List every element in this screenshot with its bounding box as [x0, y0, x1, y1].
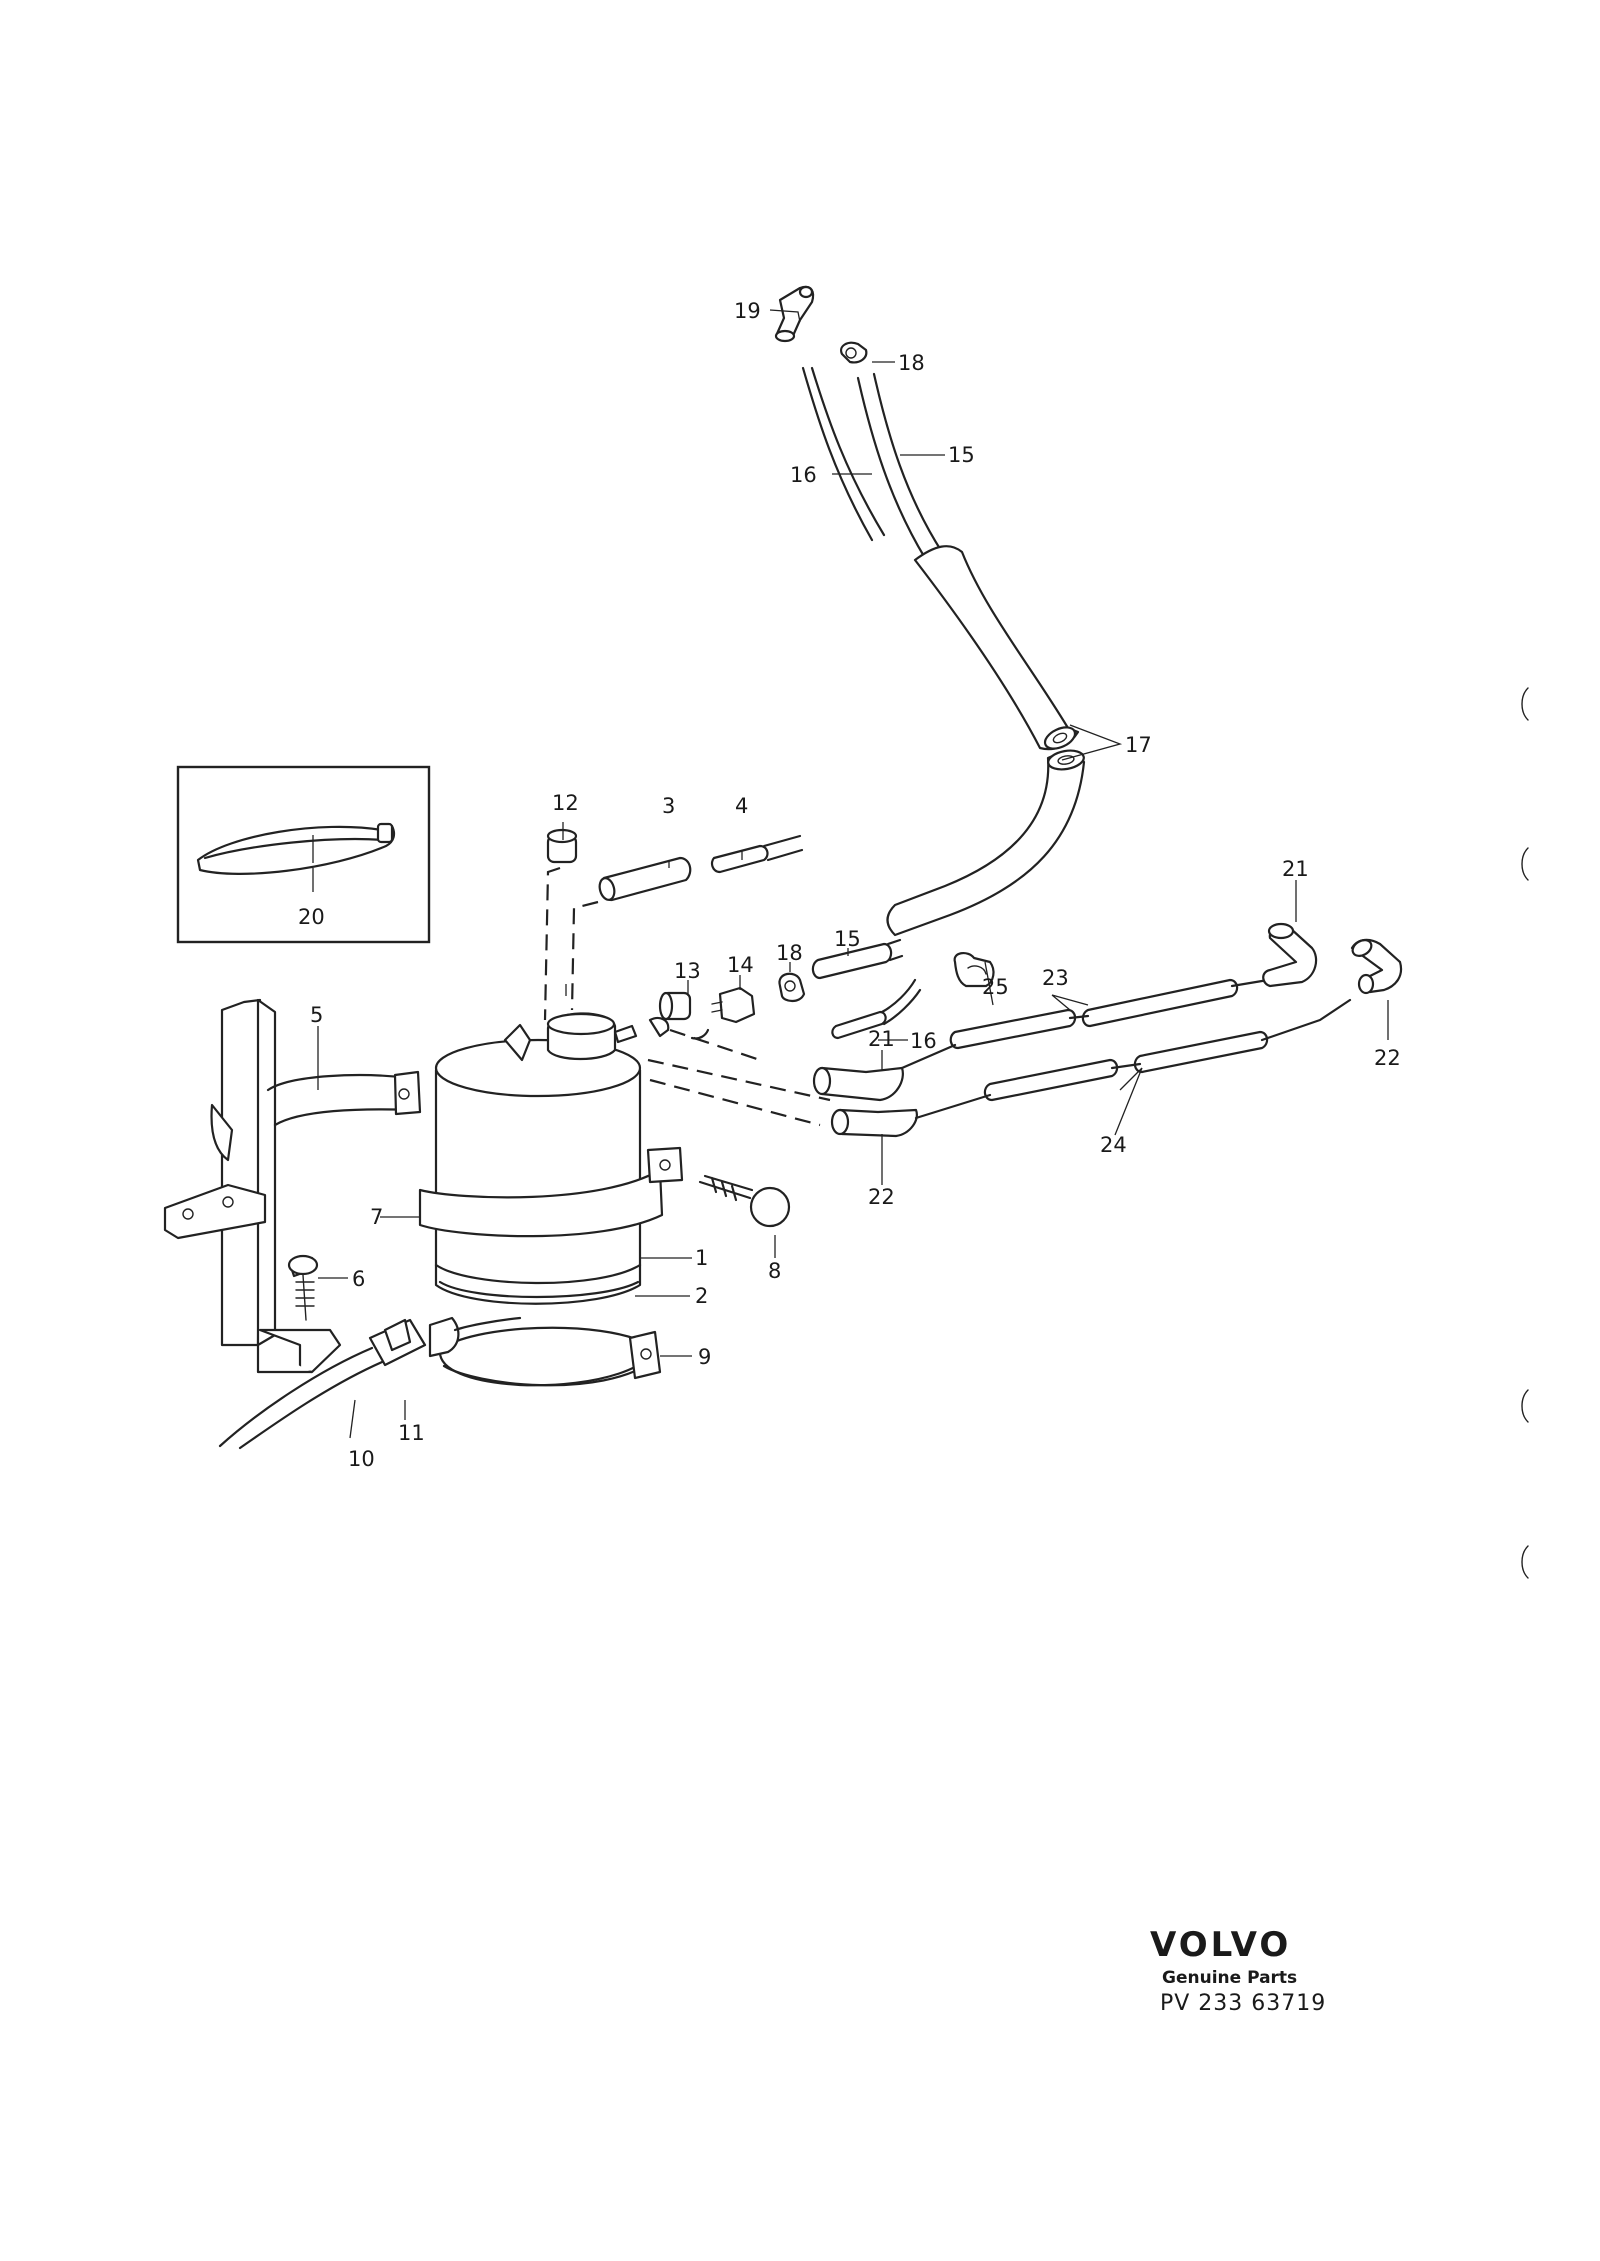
callout-8: 8 — [768, 1259, 781, 1283]
inset-detail-box — [176, 765, 431, 944]
genuine-parts-label: Genuine Parts — [1162, 1968, 1297, 1988]
callout-15-middle: 15 — [834, 927, 861, 951]
callout-18-upper: 18 — [898, 351, 925, 375]
callout-23: 23 — [1042, 966, 1069, 990]
callout-19: 19 — [734, 299, 761, 323]
callout-labels: 1 2 3 4 5 6 7 8 9 10 11 12 13 14 15 15 1… — [298, 299, 1401, 1471]
right-tubing — [812, 922, 1403, 1138]
callout-6: 6 — [352, 1267, 365, 1291]
callout-20: 20 — [298, 905, 325, 929]
callout-22-right: 22 — [1374, 1046, 1401, 1070]
middle-tubing — [543, 828, 922, 1127]
callout-24: 24 — [1100, 1133, 1127, 1157]
callout-16-upper: 16 — [790, 463, 817, 487]
callout-25: 25 — [982, 975, 1009, 999]
callout-1: 1 — [695, 1246, 708, 1270]
callout-17: 17 — [1125, 733, 1152, 757]
callout-21-lower: 21 — [868, 1027, 895, 1051]
callout-10: 10 — [348, 1447, 375, 1471]
callout-4: 4 — [735, 794, 748, 818]
callout-7: 7 — [370, 1205, 383, 1229]
callout-2: 2 — [695, 1284, 708, 1308]
callout-13: 13 — [674, 959, 701, 983]
callout-11: 11 — [398, 1421, 425, 1445]
callout-15-upper: 15 — [948, 443, 975, 467]
callout-12: 12 — [552, 791, 579, 815]
callout-5: 5 — [310, 1003, 323, 1027]
leader-lines — [312, 309, 1389, 1439]
callout-18-middle: 18 — [776, 941, 803, 965]
binder-marks — [1521, 687, 1529, 1579]
drawing-number: PV 233 63719 — [1160, 1991, 1326, 2016]
volvo-logo: VOLVO — [1150, 1925, 1291, 1965]
callout-16-middle: 16 — [910, 1029, 937, 1053]
mounting-bracket — [163, 998, 422, 1374]
callout-22-lower: 22 — [868, 1185, 895, 1209]
callout-9: 9 — [698, 1345, 711, 1369]
upper-hose-assembly — [774, 285, 1086, 937]
callout-14: 14 — [727, 953, 754, 977]
bottom-hose — [218, 1316, 522, 1450]
carbon-canister — [418, 1012, 791, 1387]
callout-3: 3 — [662, 794, 675, 818]
branding-block: VOLVO Genuine Parts PV 233 63719 — [1150, 1925, 1326, 2016]
callout-21-right: 21 — [1282, 857, 1309, 881]
